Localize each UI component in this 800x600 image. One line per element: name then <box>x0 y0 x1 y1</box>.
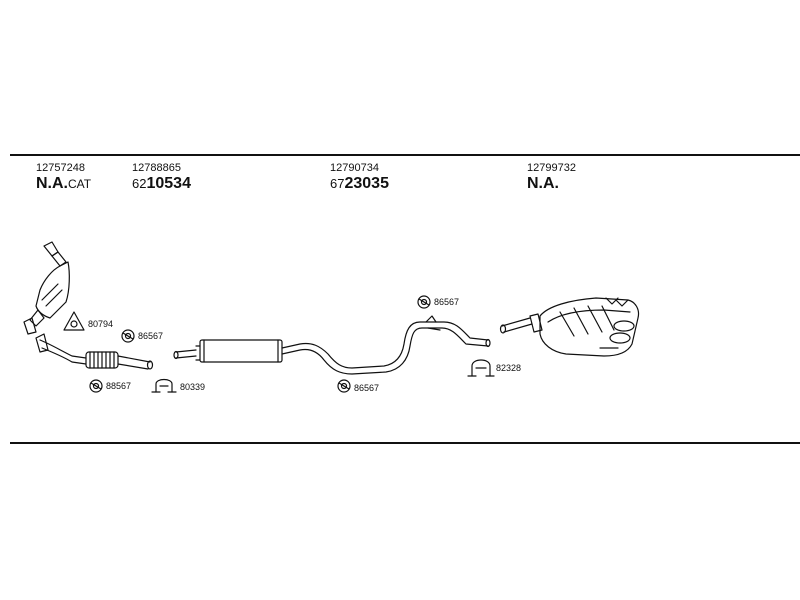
item-code: N.A.CAT <box>36 175 92 192</box>
column-header-catalytic: 12757248 N.A.CAT <box>36 162 91 193</box>
clamp-ring-86567-c <box>337 379 351 393</box>
label-u-clamp: 82328 <box>496 363 522 373</box>
label-clamp-ring: 86567 <box>434 297 460 307</box>
top-rule <box>10 154 800 156</box>
u-clamp-82328 <box>467 359 495 377</box>
label-u-clamp: 80339 <box>180 382 206 392</box>
label-clamp-ring: 86567 <box>138 331 164 341</box>
item-code: 6723035 <box>330 175 389 192</box>
clamp-ring-86567-b <box>417 295 431 309</box>
part-number: 12788865 <box>132 162 181 174</box>
label-clamp-ring: 86567 <box>354 383 380 393</box>
rear-silencer <box>499 297 640 357</box>
middle-pipe <box>173 315 491 375</box>
item-code: 6210534 <box>132 175 191 192</box>
gasket-80794 <box>63 311 85 331</box>
bottom-rule <box>10 442 800 444</box>
column-header-middle-pipe: 12790734 6723035 <box>330 162 389 193</box>
column-header-front-pipe: 12788865 6210534 <box>132 162 191 193</box>
label-gasket: 80794 <box>88 319 114 329</box>
part-number: 12757248 <box>36 162 85 174</box>
column-header-rear-muffler: 12799732 N.A. <box>527 162 576 193</box>
part-number: 12799732 <box>527 162 576 174</box>
catalytic-converter <box>23 241 70 335</box>
u-clamp-80339 <box>151 378 177 393</box>
part-number: 12790734 <box>330 162 379 174</box>
clamp-ring-88567 <box>89 379 103 393</box>
clamp-ring-86567-a <box>121 329 135 343</box>
front-pipe <box>35 333 154 370</box>
item-code: N.A. <box>527 175 559 192</box>
label-clamp-ring: 88567 <box>106 381 132 391</box>
